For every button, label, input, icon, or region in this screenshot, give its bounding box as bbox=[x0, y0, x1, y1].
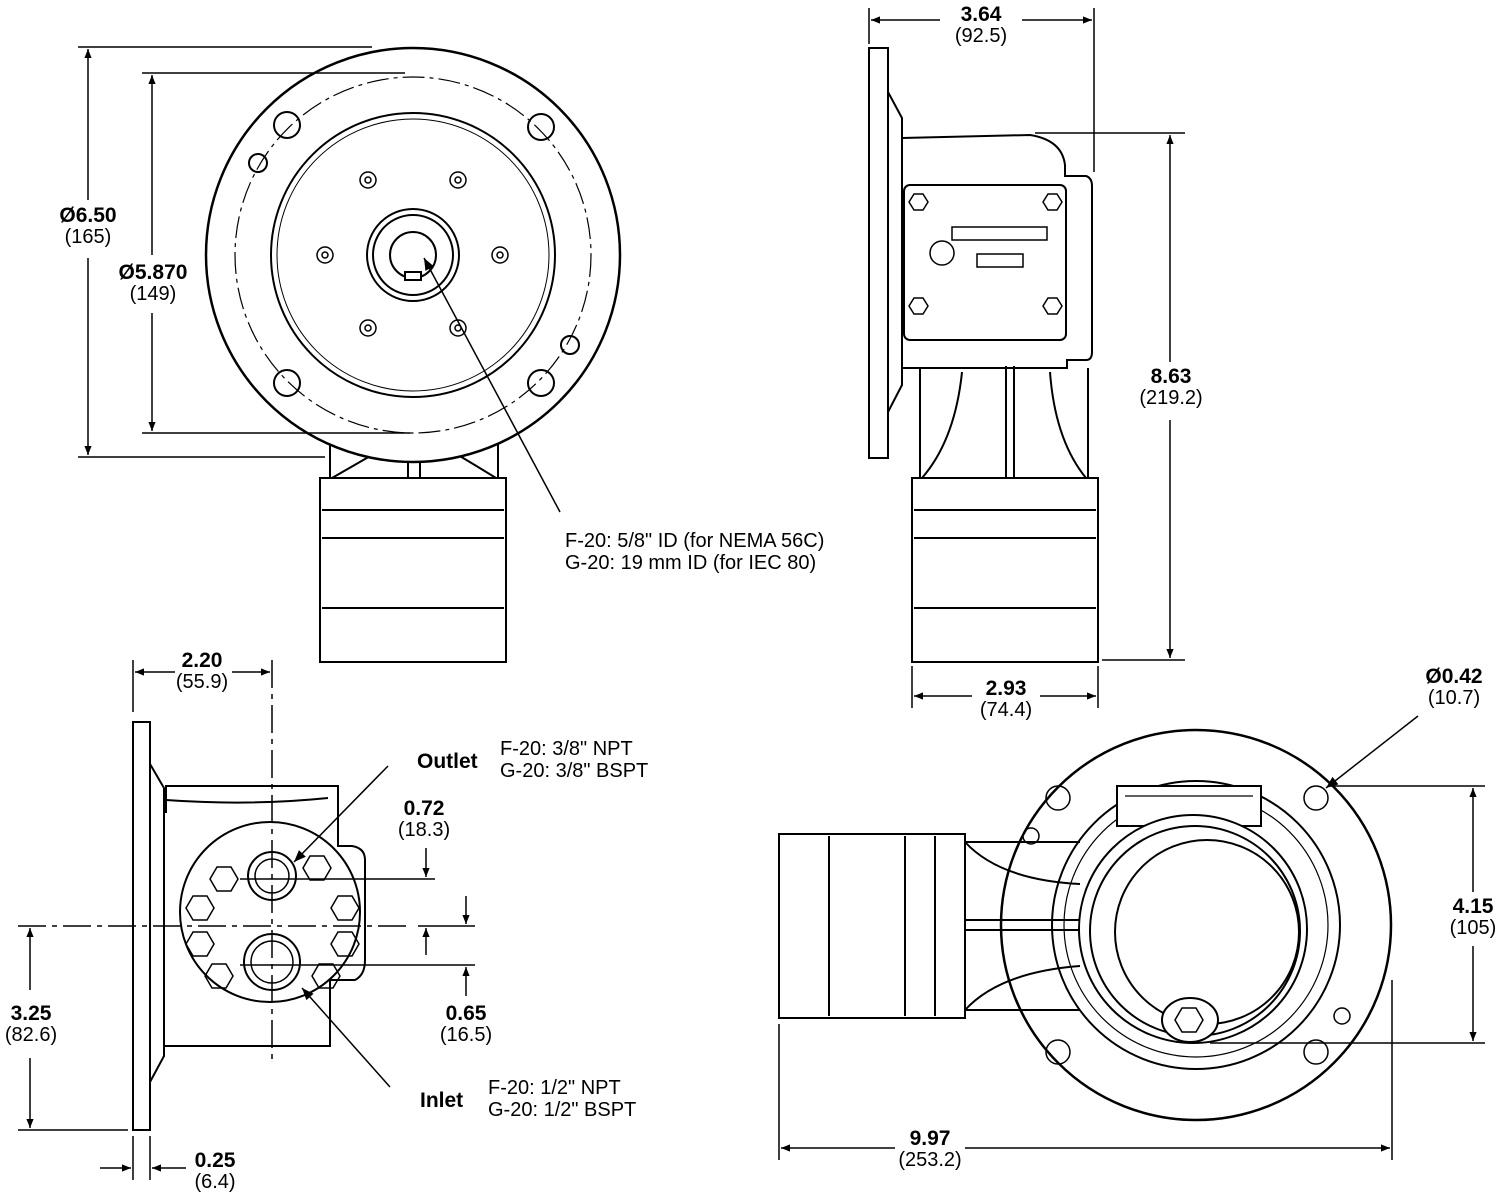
dim-value: 9.97 bbox=[909, 1127, 951, 1150]
dim-metric: (253.2) bbox=[898, 1149, 962, 1172]
dim-value: 2.20 bbox=[181, 649, 223, 672]
dim-metric: (74.4) bbox=[979, 699, 1033, 722]
dim-value: 3.25 bbox=[10, 1002, 52, 1025]
dim-flange-od: Ø6.50 (165) bbox=[48, 204, 128, 249]
outlet-note-line2: G-20: 3/8" BSPT bbox=[500, 760, 649, 783]
front-view-dimensions bbox=[78, 46, 410, 458]
dim-metric: (10.7) bbox=[1427, 687, 1481, 710]
dim-value: 2.93 bbox=[985, 677, 1027, 700]
dim-value: 8.63 bbox=[1150, 365, 1192, 388]
inlet-note-line1: F-20: 1/2" NPT bbox=[488, 1077, 621, 1099]
bore-note-line2: G-20: 19 mm ID (for IEC 80) bbox=[565, 552, 817, 575]
dim-bolt-span: 4.15 (105) bbox=[1440, 895, 1500, 940]
pump-end-view bbox=[132, 721, 366, 1131]
dim-flange-thickness: 0.25 (6.4) bbox=[180, 1149, 250, 1194]
dim-value: 0.25 bbox=[194, 1149, 236, 1172]
dim-side-width: 3.64 (92.5) bbox=[941, 3, 1021, 48]
dim-hole-dia: Ø0.42 (10.7) bbox=[1414, 665, 1494, 710]
dim-metric: (149) bbox=[129, 283, 177, 306]
front-view bbox=[204, 46, 622, 663]
dim-metric: (105) bbox=[1449, 917, 1497, 940]
dim-base-to-center: 3.25 (82.6) bbox=[0, 1002, 62, 1047]
top-view-dimensions bbox=[778, 715, 1485, 1160]
dim-metric: (92.5) bbox=[954, 25, 1008, 48]
dim-pump-width: 2.93 (74.4) bbox=[966, 677, 1046, 722]
dim-inlet-offset: 0.65 (16.5) bbox=[426, 1002, 506, 1047]
pump-end-dimensions bbox=[18, 660, 475, 1180]
dim-value: Ø6.50 bbox=[59, 204, 117, 227]
dim-metric: (6.4) bbox=[194, 1171, 236, 1194]
side-view bbox=[868, 47, 1099, 663]
dim-value: 4.15 bbox=[1452, 895, 1494, 918]
outlet-label: Outlet bbox=[417, 750, 478, 773]
dim-metric: (55.9) bbox=[175, 671, 229, 694]
dim-flange-to-center: 2.20 (55.9) bbox=[162, 649, 242, 694]
dim-metric: (219.2) bbox=[1139, 387, 1203, 410]
dim-value: Ø0.42 bbox=[1425, 665, 1483, 688]
dim-value: 3.64 bbox=[960, 3, 1002, 26]
dim-metric: (82.6) bbox=[4, 1024, 58, 1047]
dim-value: 0.65 bbox=[445, 1002, 487, 1025]
dim-overall-length: 9.97 (253.2) bbox=[890, 1127, 970, 1172]
inlet-label: Inlet bbox=[420, 1089, 464, 1112]
dim-metric: (18.3) bbox=[397, 819, 451, 842]
inlet-note-line2: G-20: 1/2" BSPT bbox=[488, 1099, 637, 1122]
dim-value: Ø5.870 bbox=[118, 261, 188, 284]
inlet-note: F-20: 1/2" NPT G-20: 1/2" BSPT bbox=[488, 1077, 636, 1122]
dim-pilot-od: Ø5.870 (149) bbox=[108, 261, 198, 306]
bore-note: F-20: 5/8" ID (for NEMA 56C) G-20: 19 mm… bbox=[565, 530, 824, 575]
top-view bbox=[778, 728, 1393, 1122]
outlet-note: F-20: 3/8" NPT G-20: 3/8" BSPT bbox=[500, 738, 648, 783]
dim-metric: (16.5) bbox=[439, 1024, 493, 1047]
dim-height: 8.63 (219.2) bbox=[1131, 365, 1211, 410]
dim-value: 0.72 bbox=[403, 797, 445, 820]
bore-note-line1: F-20: 5/8" ID (for NEMA 56C) bbox=[565, 530, 825, 552]
dim-metric: (165) bbox=[64, 226, 112, 249]
side-view-dimensions bbox=[868, 8, 1185, 708]
dim-outlet-offset: 0.72 (18.3) bbox=[384, 797, 464, 842]
outlet-note-line1: F-20: 3/8" NPT bbox=[500, 738, 633, 760]
